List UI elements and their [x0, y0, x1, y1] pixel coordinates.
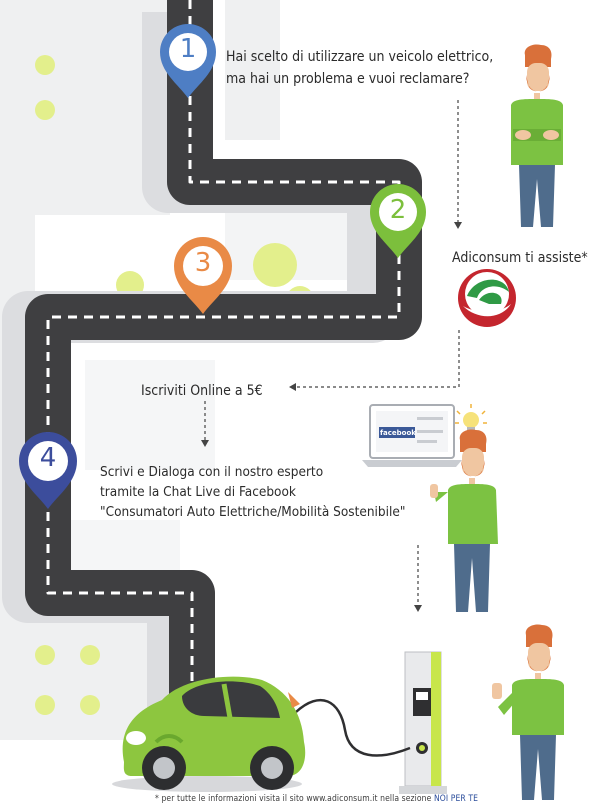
charging-cable [295, 698, 411, 757]
step-1-number: 1 [179, 34, 197, 64]
step-1-question: Hai scelto di utilizzare un veicolo elet… [226, 46, 494, 90]
footer-note: * per tutte le informazioni visita il si… [155, 789, 478, 809]
step-4-line-1: Scrivi e Dialoga con il nostro esperto [100, 464, 324, 480]
flow-arrows [204, 100, 460, 605]
step-1-line-2: ma hai un problema e vuoi reclamare? [226, 71, 470, 87]
footer-section-link[interactable]: NOI PER TE [433, 794, 479, 804]
person-icon [492, 624, 564, 800]
subscribe-label: Iscriviti Online a 5€ [141, 383, 263, 399]
step-3-number: 3 [194, 248, 212, 278]
laptop-icon [362, 404, 462, 467]
laptop-screen-text: facebook [380, 429, 416, 437]
step-4-line-3: "Consumatori Auto Elettriche/Mobilità So… [100, 504, 406, 520]
step-4-number: 4 [39, 443, 57, 473]
electric-car-icon [112, 676, 306, 792]
person-icon [430, 429, 498, 612]
step-2-number: 2 [389, 195, 407, 225]
person-icon [511, 44, 563, 227]
map-pin-icon [19, 432, 77, 509]
step-1-line-1: Hai scelto di utilizzare un veicolo elet… [226, 49, 494, 65]
arrow-heads [201, 222, 462, 612]
footer-prefix: * per tutte le informazioni visita il si… [155, 794, 434, 804]
map-pin-icon [174, 237, 232, 314]
assist-label: Adiconsum ti assiste* [452, 250, 588, 266]
charging-station-icon [399, 651, 447, 794]
road-lane-marking [46, 0, 401, 720]
adiconsum-logo [458, 269, 516, 327]
step-4-chat-text: Scrivi e Dialoga con il nostro esperto t… [100, 462, 405, 522]
map-pin-icon [370, 184, 426, 258]
step-4-line-2: tramite la Chat Live di Facebook [100, 484, 296, 500]
map-pin-icon [160, 24, 216, 98]
lightbulb-icon [455, 404, 487, 432]
